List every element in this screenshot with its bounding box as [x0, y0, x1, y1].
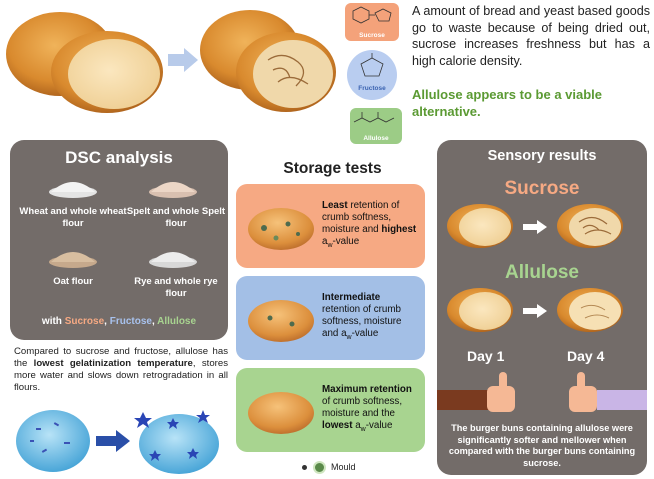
subscript-text: w	[327, 242, 333, 250]
mould-dot-icon	[302, 465, 307, 470]
arrow-right-icon	[168, 48, 198, 72]
intro-text: A amount of bread and yeast based goods …	[412, 4, 650, 68]
dsc-sugars-line: with Sucrose, Fructose, Allulose	[10, 316, 228, 327]
bun-allulose	[246, 386, 316, 436]
flour-label-rye: Rye and whole rye flour	[134, 276, 218, 299]
sensory-sucrose-heading: Sucrose	[504, 178, 580, 199]
starch-after-sphere	[133, 404, 225, 476]
thumbs-up-right-icon	[557, 370, 647, 418]
storage-text-sucrose: Least retention of crumb softness, moist…	[322, 184, 418, 268]
dsc-panel: DSC analysis Wheat and whole wheat flour…	[10, 140, 228, 340]
body-text: -value	[351, 328, 379, 340]
thumbs-up-left-icon	[437, 370, 527, 418]
fresh-bread-illustration	[2, 2, 167, 117]
flour-label-wheat: Wheat and whole wheat flour	[19, 206, 127, 229]
sensory-panel: Sensory results Sucrose Allulose Day 1 D…	[437, 140, 647, 475]
emphasis-text: lowest	[322, 420, 353, 432]
body-text: -value	[332, 236, 360, 248]
sensory-conclusion: The burger buns containing allulose were…	[448, 423, 636, 468]
with-allulose: Allulose	[157, 316, 197, 327]
with-sucrose: Sucrose	[64, 316, 105, 327]
mould-spot-icon	[312, 461, 326, 474]
emphasis-text: Maximum retention	[322, 383, 412, 395]
sucrose-day4-bread	[555, 202, 625, 250]
dsc-summary-post: , stores more water and slows down retro…	[14, 358, 228, 393]
intro-highlight: Allulose appears to be a viable alternat…	[412, 87, 603, 119]
subscript-text: w	[346, 334, 352, 342]
body-text: of crumb softness, moisture and the	[322, 395, 403, 420]
with-sep-1: ,	[104, 316, 110, 327]
flour-label-spelt: Spelt and whole Spelt flour	[126, 206, 226, 229]
sensory-title: Sensory results	[487, 148, 597, 164]
with-prefix: with	[41, 316, 62, 327]
storage-text-allulose: Maximum retention of crumb softness, moi…	[322, 368, 418, 452]
bun-fructose	[246, 294, 316, 344]
body-text: -value	[365, 420, 393, 432]
sucrose-structure: Sucrose	[345, 3, 399, 41]
with-sep-2: ,	[151, 316, 158, 327]
sensory-allulose-heading: Allulose	[505, 262, 579, 283]
allulose-day4-bread	[555, 286, 625, 334]
day-4-label: Day 4	[567, 348, 605, 364]
allulose-structure: Allulose	[350, 108, 402, 144]
oat-flour-pile	[48, 246, 98, 268]
dried-bread-illustration	[198, 2, 338, 117]
allulose-arrow-icon	[523, 304, 547, 318]
body-text: retention of crumb softness, moisture an…	[322, 199, 400, 236]
rye-flour-pile	[148, 246, 198, 268]
sucrose-label: Sucrose	[359, 32, 385, 39]
emphasis-text: highest	[381, 224, 417, 236]
fructose-label: Fructose	[358, 85, 386, 92]
day-1-label: Day 1	[467, 348, 505, 364]
emphasis-text: Least	[322, 199, 348, 211]
storage-box-fructose: Intermediate retention of crumb softness…	[236, 276, 425, 360]
storage-text-fructose: Intermediate retention of crumb softness…	[322, 276, 418, 360]
flour-label-oat: Oat flour	[53, 276, 93, 287]
allulose-label: Allulose	[363, 135, 389, 142]
mould-legend: Mould	[302, 461, 356, 474]
sucrose-arrow-icon	[523, 220, 547, 234]
body-text: a	[322, 236, 328, 248]
storage-title: Storage tests	[283, 160, 382, 177]
body-text: a	[352, 420, 361, 432]
fructose-structure: Fructose	[347, 50, 397, 100]
dsc-summary-pre: Compared to sucrose and fructose, allulo…	[14, 346, 228, 369]
body-text: retention of crumb softness, moisture an…	[322, 303, 402, 340]
emphasis-text: Intermediate	[322, 291, 381, 303]
dsc-title: DSC analysis	[65, 148, 173, 167]
sucrose-day1-bread	[445, 202, 515, 250]
subscript-text: w	[360, 426, 366, 434]
allulose-day1-bread	[445, 286, 515, 334]
storage-box-allulose: Maximum retention of crumb softness, moi…	[236, 368, 425, 452]
dsc-summary: Compared to sucrose and fructose, allulo…	[14, 346, 228, 394]
with-fructose: Fructose	[109, 316, 152, 327]
starch-before-sphere	[14, 408, 92, 474]
bun-sucrose	[246, 202, 316, 252]
wheat-flour-pile	[48, 176, 98, 198]
storage-box-sucrose: Least retention of crumb softness, moist…	[236, 184, 425, 268]
dsc-summary-bold: lowest gelatinization temperature	[33, 358, 193, 369]
spelt-flour-pile	[148, 176, 198, 198]
mould-legend-label: Mould	[331, 461, 356, 472]
process-arrow-icon	[96, 430, 130, 452]
